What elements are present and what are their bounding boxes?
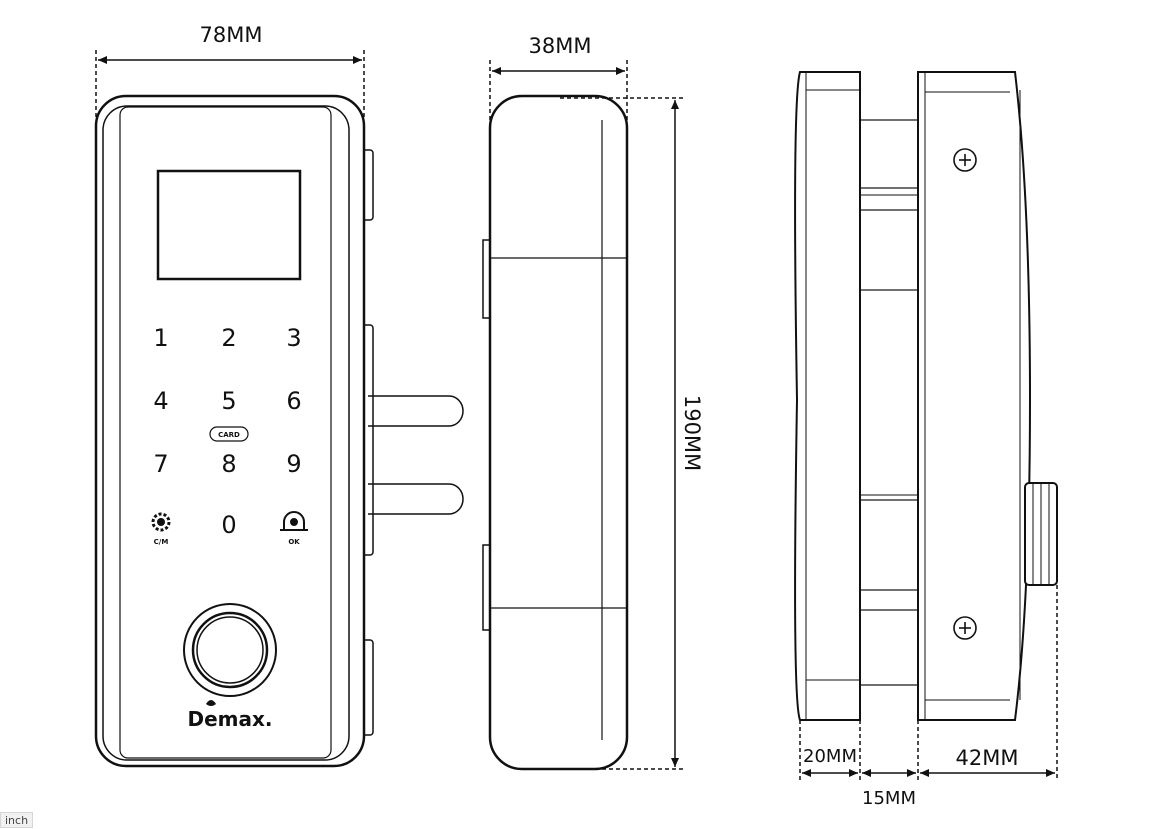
key-9: 9 [286,450,301,478]
back-part-label: 42MM [956,746,1019,770]
keypad: 1 2 3 4 5 6 CARD 7 8 9 0 C/M OK [151,324,308,546]
gap-label: 15MM [862,788,916,809]
key-7: 7 [153,450,168,478]
key-6: 6 [286,387,301,415]
thickness-label: 38MM [529,34,592,58]
height-dimension [560,97,685,770]
key-3: 3 [286,324,301,352]
bell-icon [280,511,308,531]
key-8: 8 [221,450,236,478]
width-label: 78MM [200,23,263,47]
front-part-label: 20MM [803,746,857,767]
key-4: 4 [153,387,168,415]
key-0: 0 [221,511,236,539]
screw-icon [953,616,977,640]
width-dimension [95,50,365,120]
screw-icon [953,148,977,172]
key-5: 5 [221,387,236,415]
settings-label: C/M [154,538,169,546]
side-view [482,94,629,771]
unit-tag: inch [0,812,34,828]
leaf-icon [206,700,216,706]
profile-view [794,71,1058,721]
card-label: CARD [218,431,240,439]
lock-dimension-drawing: 1 2 3 4 5 6 CARD 7 8 9 0 C/M OK Demax. 7… [94,23,1058,809]
settings-gear-icon [151,512,171,532]
key-1: 1 [153,324,168,352]
profile-dimensions [799,585,1058,780]
front-view [94,94,464,768]
brand-logo: Demax. [188,707,273,731]
ok-label: OK [288,538,300,546]
thickness-dimension [489,60,628,140]
key-2: 2 [221,324,236,352]
height-label: 190MM [680,395,704,471]
